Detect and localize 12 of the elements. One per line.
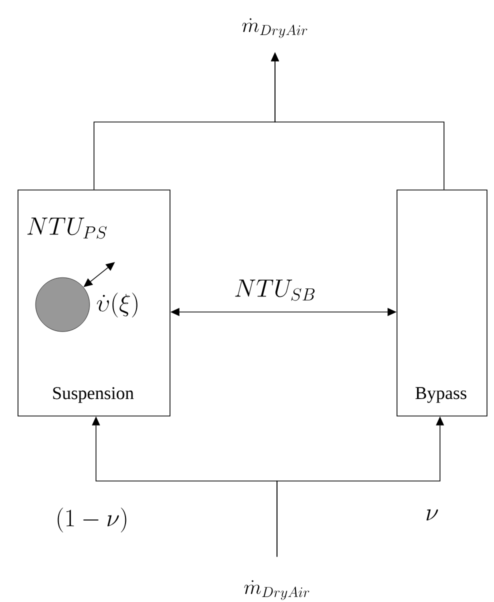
formula-label: $\dot{\upsilon}(\xi)$ <box>96 292 138 318</box>
flow-label: $\dot{m}_{DryAir}$ <box>242 18 308 38</box>
process-box <box>18 190 170 416</box>
edge-label: $NTU_{SB}$ <box>233 278 317 302</box>
box-label: Bypass <box>416 387 466 403</box>
box-label: Suspension <box>53 387 134 403</box>
edge-label: $(1-\nu)$ <box>54 506 130 534</box>
formula-label: $NTU_{PS}$ <box>27 218 107 239</box>
flow-label: $\dot{m}_{DryAir}$ <box>244 580 310 600</box>
particle-circle <box>35 277 90 332</box>
process-box <box>396 190 488 416</box>
edge-label: $\nu$ <box>424 508 440 522</box>
